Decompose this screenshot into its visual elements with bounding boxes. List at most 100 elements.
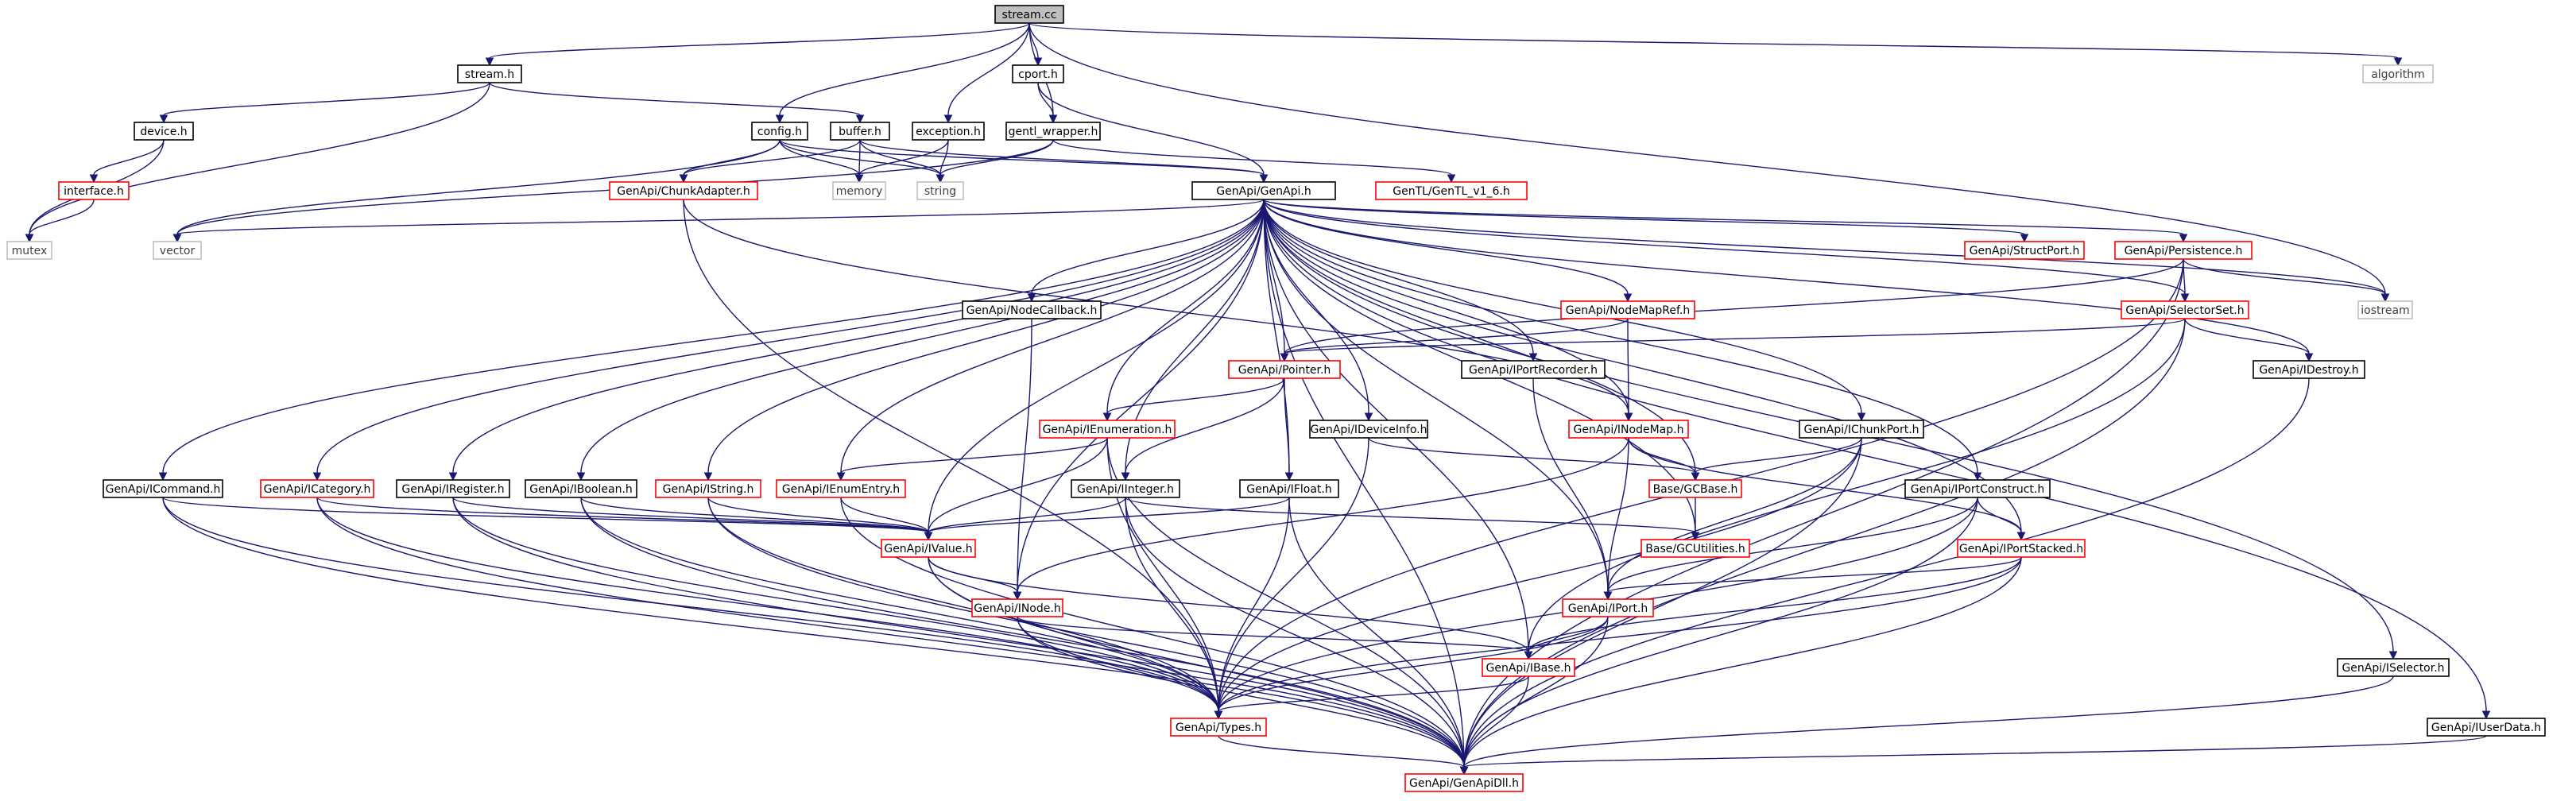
edge-stream_cc-to-algorithm	[1028, 22, 2403, 67]
node-label: GenApi/SelectorSet.h	[2125, 304, 2244, 317]
file-node-gcbase[interactable]: Base/GCBase.h	[1648, 479, 1742, 498]
file-node-gentl-wrapper-h[interactable]: gentl_wrapper.h	[1005, 122, 1101, 141]
node-box	[260, 479, 374, 498]
file-node-inode[interactable]: GenApi/INode.h	[971, 598, 1063, 617]
edge-selectorset-to-idestroy	[2184, 318, 2314, 362]
edge-persistence-to-iostream	[2183, 258, 2390, 303]
node-label: GenApi/IRegister.h	[401, 483, 504, 496]
file-node-memory: memory	[832, 181, 886, 200]
node-box	[1309, 420, 1428, 439]
file-node-iport[interactable]: GenApi/IPort.h	[1562, 598, 1654, 617]
file-node-nodemapref[interactable]: GenApi/NodeMapRef.h	[1560, 300, 1695, 319]
node-box	[830, 122, 890, 141]
file-node-structport[interactable]: GenApi/StructPort.h	[1964, 241, 2085, 260]
file-node-algorithm: algorithm	[2362, 64, 2434, 83]
file-node-iselector[interactable]: GenApi/ISelector.h	[2337, 658, 2450, 677]
edge-istring-to-ivalue	[707, 497, 933, 541]
node-label: GenApi/NodeCallback.h	[966, 304, 1098, 317]
edge-ifloat-to-types	[1214, 497, 1290, 720]
file-node-genapidll[interactable]: GenApi/GenApiDll.h	[1404, 773, 1524, 792]
node-label: GenApi/GenApi.h	[1216, 185, 1311, 198]
edge-ideviceinfo-to-gcbase	[1368, 437, 1700, 482]
edge-layer	[25, 22, 2491, 776]
file-node-ibase[interactable]: GenApi/IBase.h	[1482, 658, 1575, 677]
file-node-genapi-h[interactable]: GenApi/GenApi.h	[1191, 181, 1336, 200]
file-node-ifloat[interactable]: GenApi/IFloat.h	[1239, 479, 1339, 498]
file-node-iboolean[interactable]: GenApi/IBoolean.h	[525, 479, 637, 498]
file-node-nodecallback[interactable]: GenApi/NodeCallback.h	[962, 300, 1102, 319]
file-node-iportrecorder[interactable]: GenApi/IPortRecorder.h	[1461, 360, 1606, 379]
node-label: buffer.h	[839, 126, 881, 138]
file-node-ienumentry[interactable]: GenApi/IEnumEntry.h	[776, 479, 906, 498]
file-node-config-h[interactable]: config.h	[751, 122, 808, 141]
edge-nodemapref-to-pointer	[1280, 318, 1629, 362]
node-box	[1239, 479, 1339, 498]
file-node-types[interactable]: GenApi/Types.h	[1170, 718, 1267, 737]
node-layer: stream.cc stream.h config.h exception.h cpor…	[6, 5, 2546, 792]
file-node-interface-h[interactable]: interface.h	[58, 181, 130, 200]
file-node-icategory[interactable]: GenApi/ICategory.h	[260, 479, 374, 498]
file-node-iregister[interactable]: GenApi/IRegister.h	[396, 479, 510, 498]
file-node-gcutilities[interactable]: Base/GCUtilities.h	[1641, 539, 1750, 558]
node-box	[2362, 64, 2434, 83]
file-node-icommand[interactable]: GenApi/ICommand.h	[103, 479, 223, 498]
file-node-exception-h[interactable]: exception.h	[912, 122, 985, 141]
edge-genapi_h-to-icategory	[312, 199, 1265, 482]
file-node-iportconstruct[interactable]: GenApi/IPortConstruct.h	[1904, 479, 2051, 498]
file-node-stream-h[interactable]: stream.h	[457, 64, 522, 83]
node-label: GenApi/IEnumeration.h	[1043, 424, 1172, 436]
node-box	[1482, 658, 1575, 677]
node-label: GenApi/Types.h	[1176, 722, 1261, 734]
file-node-istring[interactable]: GenApi/IString.h	[655, 479, 761, 498]
node-box	[971, 598, 1063, 617]
node-box	[1560, 300, 1695, 319]
edge-icategory-to-types	[316, 497, 1223, 720]
file-node-buffer-h[interactable]: buffer.h	[830, 122, 890, 141]
edge-ichunkport-to-iport	[1603, 437, 1862, 601]
node-label: cport.h	[1018, 68, 1058, 81]
file-node-stream-cc[interactable]: stream.cc	[994, 5, 1064, 24]
node-box	[962, 300, 1102, 319]
file-node-gentl-h[interactable]: GenTL/GenTL_v1_6.h	[1375, 181, 1528, 200]
file-node-iportstacked[interactable]: GenApi/IPortStacked.h	[1957, 539, 2086, 558]
file-node-pointer[interactable]: GenApi/Pointer.h	[1228, 360, 1341, 379]
file-node-device-h[interactable]: device.h	[134, 122, 194, 141]
node-label: iostream	[2361, 304, 2410, 317]
file-node-ideviceinfo[interactable]: GenApi/IDeviceInfo.h	[1309, 420, 1428, 439]
node-box	[2357, 300, 2413, 319]
edge-iregister-to-types	[452, 497, 1223, 720]
node-label: GenApi/IBoolean.h	[529, 483, 633, 496]
file-node-persistence[interactable]: GenApi/Persistence.h	[2114, 241, 2253, 260]
node-label: GenApi/IUserData.h	[2431, 722, 2541, 734]
file-node-selectorset[interactable]: GenApi/SelectorSet.h	[2121, 300, 2249, 319]
file-node-iinteger[interactable]: GenApi/IInteger.h	[1071, 479, 1180, 498]
edge-selectorset-to-pointer	[1280, 318, 2186, 362]
file-node-inodemap[interactable]: GenApi/INodeMap.h	[1568, 420, 1689, 439]
node-box	[1799, 420, 1924, 439]
edge-nodecallback-to-inode	[1013, 318, 1032, 601]
edge-ifloat-to-ivalue	[924, 497, 1290, 541]
node-box	[457, 64, 522, 83]
file-node-ichunkport[interactable]: GenApi/IChunkPort.h	[1799, 420, 1924, 439]
file-node-idestroy[interactable]: GenApi/IDestroy.h	[2253, 360, 2365, 379]
edge-genapi_h-to-iuserdata	[1263, 199, 2491, 720]
node-label: GenApi/IPortConstruct.h	[1911, 483, 2044, 496]
node-box	[1170, 718, 1267, 737]
node-label: mutex	[12, 245, 48, 257]
node-label: GenApi/INodeMap.h	[1574, 424, 1684, 436]
node-label: GenApi/GenApiDll.h	[1409, 777, 1519, 790]
node-box	[2253, 360, 2365, 379]
node-label: gentl_wrapper.h	[1009, 126, 1098, 138]
edge-iportconstruct-to-iportstacked	[1977, 497, 2026, 541]
edge-icommand-to-ivalue	[162, 497, 933, 541]
file-node-chunkadapter[interactable]: GenApi/ChunkAdapter.h	[609, 181, 758, 200]
edge-iselector-to-genapidll	[1459, 675, 2394, 776]
node-box	[6, 241, 52, 260]
edge-types-to-genapidll	[1218, 735, 1469, 776]
file-node-ienumeration[interactable]: GenApi/IEnumeration.h	[1039, 420, 1176, 439]
file-node-ivalue[interactable]: GenApi/IValue.h	[881, 539, 976, 558]
edge-genapi_h-to-nodecallback	[1027, 199, 1265, 303]
file-node-iuserdata[interactable]: GenApi/IUserData.h	[2427, 718, 2546, 737]
file-node-cport-h[interactable]: cport.h	[1012, 64, 1064, 83]
